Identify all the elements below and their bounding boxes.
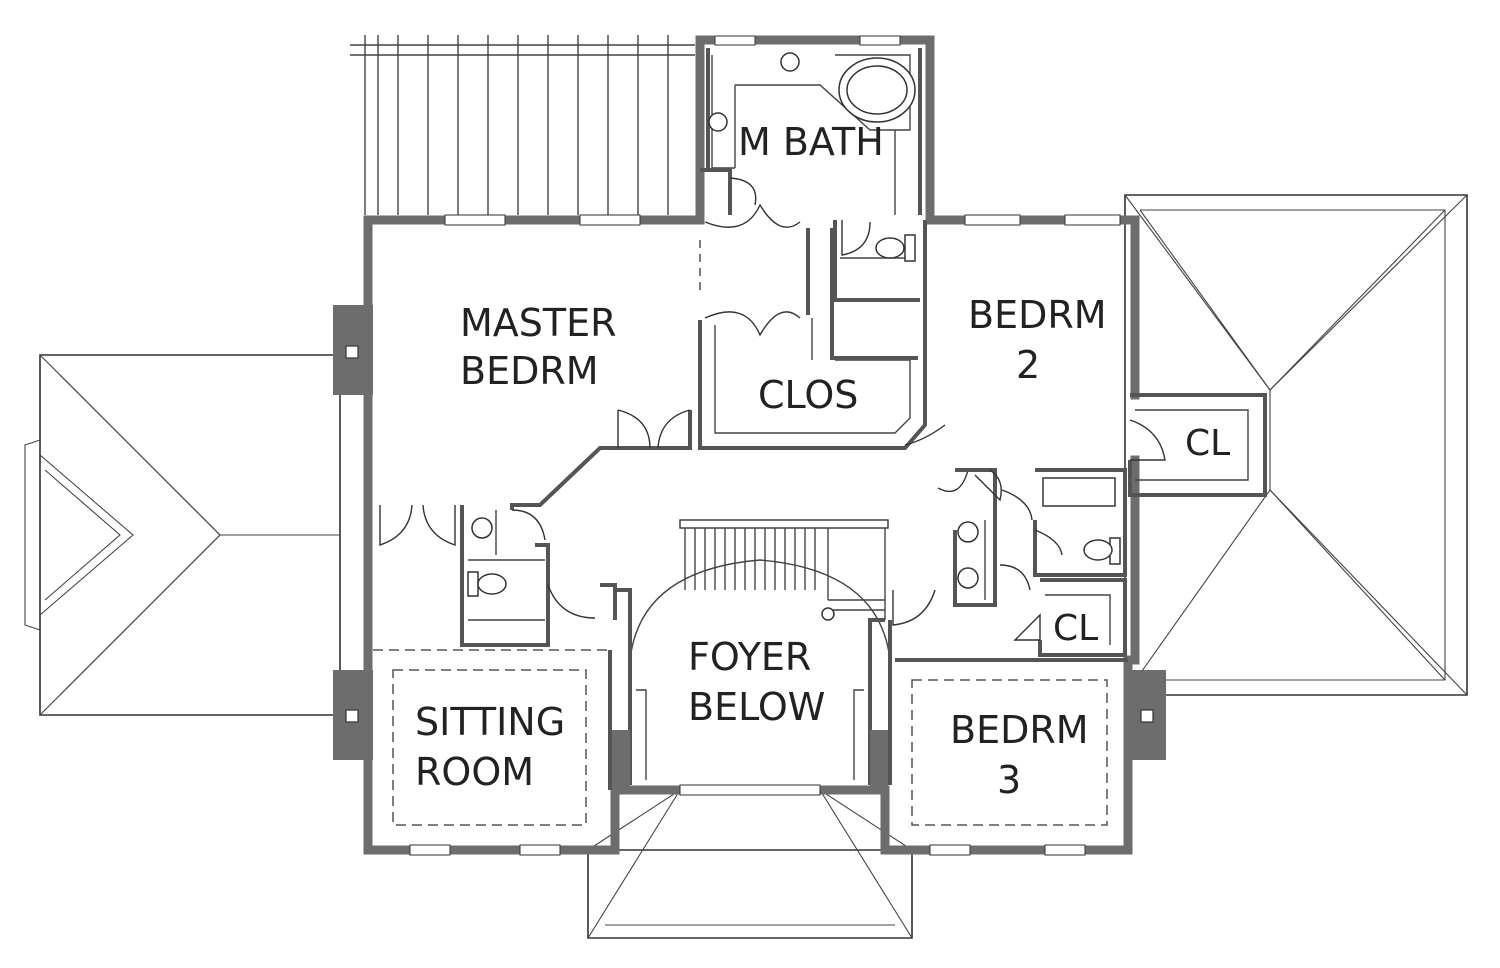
master-bedroom-label-line2: BEDRM bbox=[460, 349, 599, 393]
m-bath-label: M BATH bbox=[738, 120, 884, 164]
foyer-label-line2: BELOW bbox=[688, 685, 825, 729]
exterior-walls bbox=[333, 35, 1166, 856]
bottom-roof bbox=[587, 789, 913, 939]
foyer-label-line1: FOYER bbox=[688, 635, 811, 679]
left-roof bbox=[24, 354, 341, 716]
closet-lower-label: CL bbox=[1053, 608, 1098, 649]
closet-upper-label: CL bbox=[1185, 423, 1230, 464]
bedroom-2-label-line1: BEDRM bbox=[968, 293, 1107, 337]
bedroom-3 bbox=[888, 620, 1128, 826]
bedroom-3-label-line2: 3 bbox=[997, 758, 1021, 802]
hall-walls bbox=[379, 409, 692, 647]
master-bath bbox=[700, 48, 922, 302]
sitting-room-label-line1: SITTING bbox=[415, 700, 565, 744]
foyer-stairs bbox=[612, 519, 936, 788]
sitting-room-label-line2: ROOM bbox=[415, 750, 534, 794]
bedroom-3-label-line1: BEDRM bbox=[950, 708, 1089, 752]
closet-label: CLOS bbox=[758, 373, 858, 417]
bedroom-2 bbox=[904, 220, 1267, 497]
pergola-deck bbox=[350, 35, 695, 215]
bedroom-2-label-line2: 2 bbox=[1016, 343, 1040, 387]
sitting-room bbox=[373, 649, 612, 826]
right-roof bbox=[1124, 194, 1468, 696]
hall-bath bbox=[953, 468, 1127, 657]
master-bedroom-label-line1: MASTER bbox=[460, 301, 617, 345]
